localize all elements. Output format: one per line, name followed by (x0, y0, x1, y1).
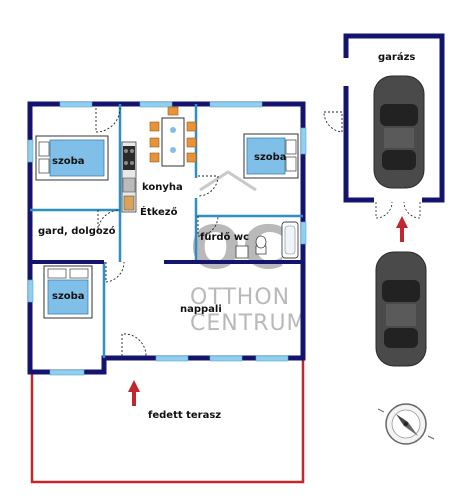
car-icon-garage (373, 75, 425, 189)
car-icon-outside (375, 251, 427, 367)
room-label-furdo-wc: fürdő wc (200, 231, 249, 243)
compass-icon (377, 403, 435, 445)
room-label-nappali: nappali (180, 304, 222, 315)
terrace-outline (30, 360, 305, 484)
bathtub-icon (281, 221, 299, 259)
dining-table-icon (149, 106, 197, 167)
room-label-szoba-top-right: szoba (254, 152, 287, 163)
room-label-szoba-top-left: szoba (52, 156, 85, 167)
room-label-fedett-terasz: fedett terasz (148, 410, 221, 421)
bed-icon-bottom-left (43, 265, 93, 319)
room-label-etkezo: Étkező (140, 205, 178, 218)
room-label-szoba-bottom-left: szoba (52, 291, 85, 302)
room-label-konyha: konyha (142, 182, 183, 193)
toilet-icon (255, 235, 267, 255)
room-label-gard-dolgozo: gard, dolgozó (38, 225, 116, 237)
doors (95, 107, 343, 357)
interior-walls (30, 104, 303, 358)
entrance-arrow-icon-garage (396, 216, 408, 242)
stove-icon (121, 141, 137, 213)
bed-icon-top-left (35, 135, 109, 181)
entrance-arrow-icon-terrace (128, 380, 140, 406)
garage-door-arcs (375, 201, 421, 219)
sink-icon (235, 245, 249, 259)
bed-icon-top-right (243, 133, 299, 179)
windows (27, 101, 307, 376)
garage-walls (342, 33, 445, 203)
room-label-garazs: garázs (378, 51, 415, 63)
watermark-line2: CENTRUM (190, 311, 307, 336)
watermark-line1: OTTHON (190, 285, 290, 310)
